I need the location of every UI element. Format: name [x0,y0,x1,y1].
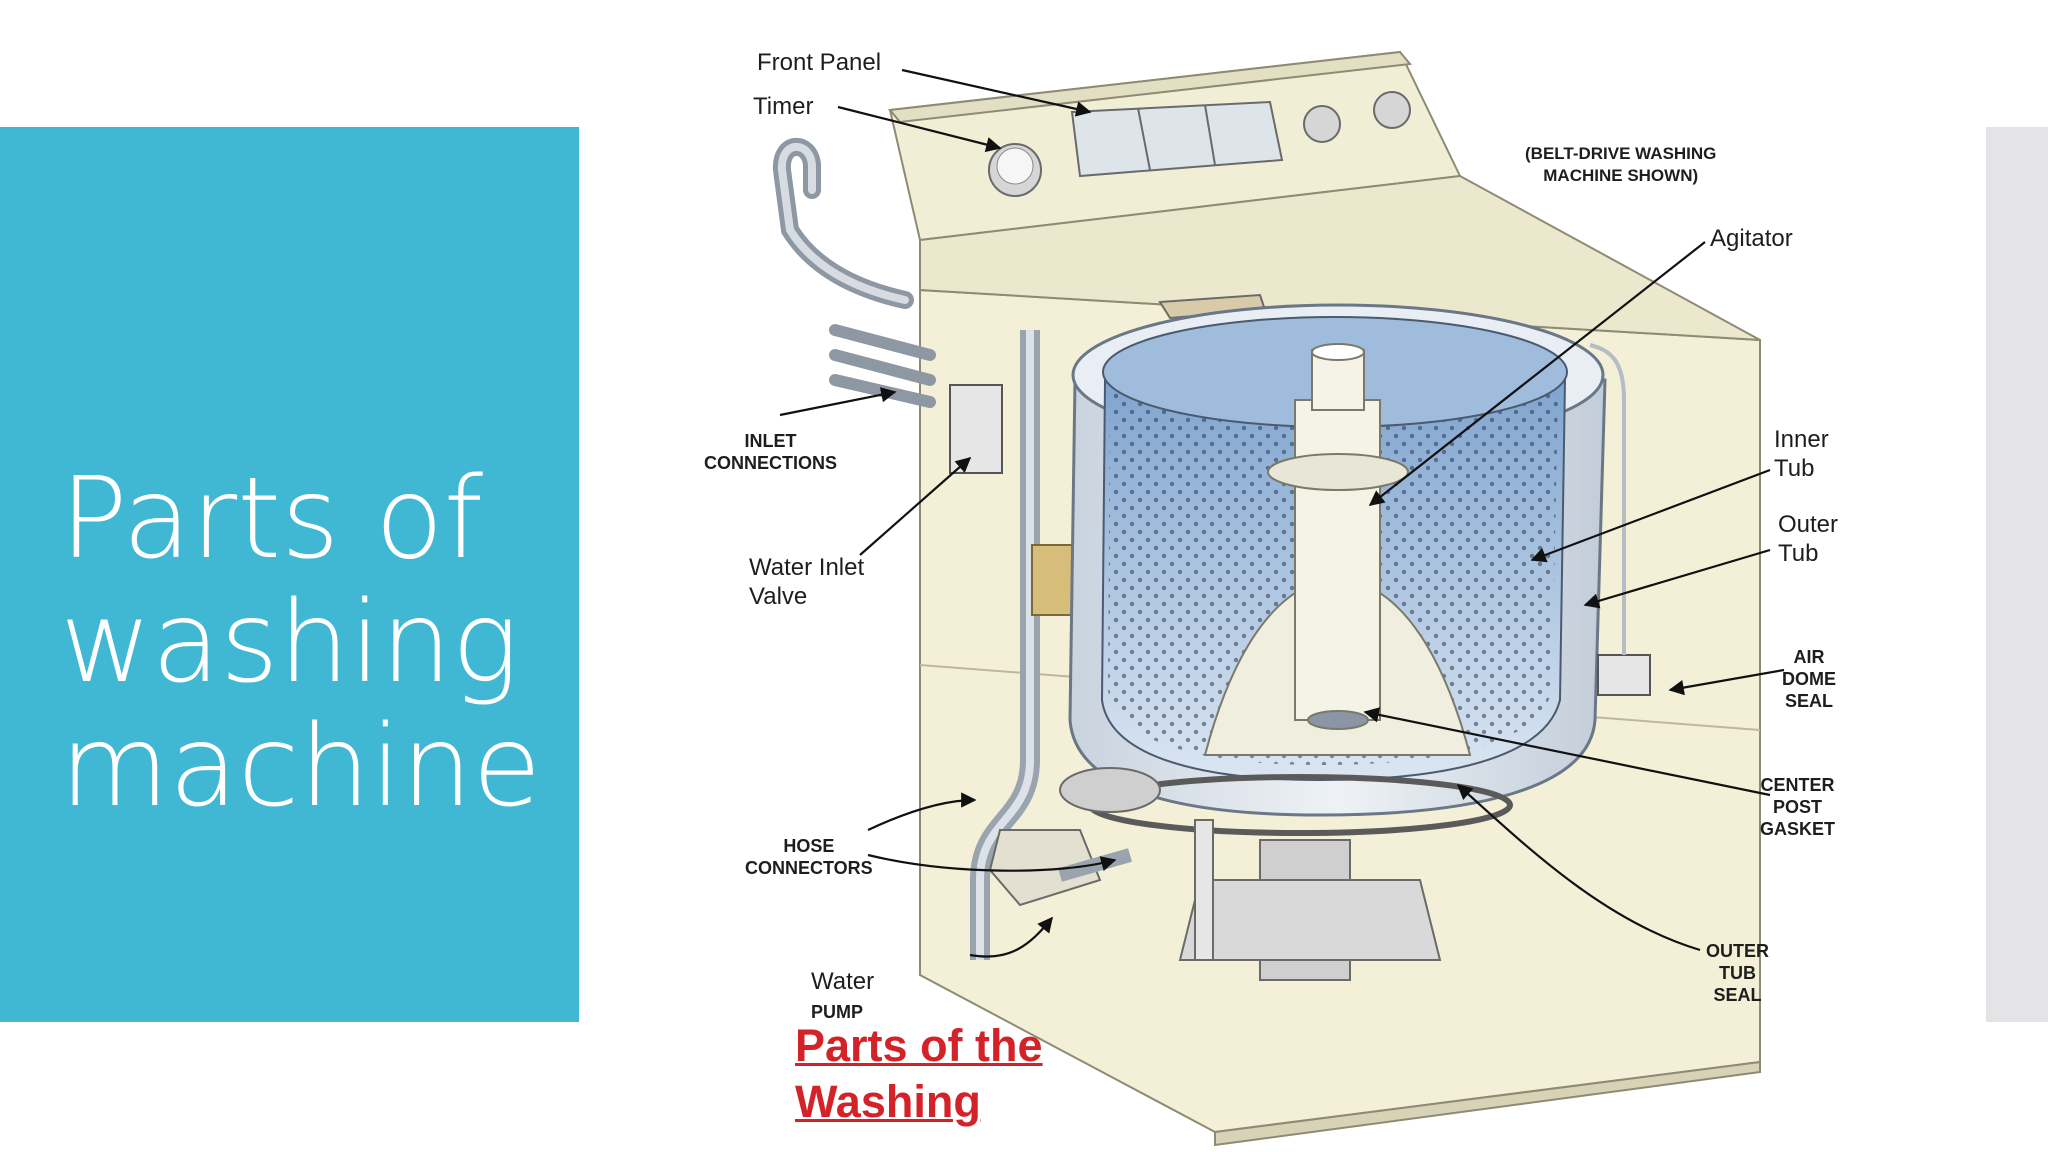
label-inner-tub: Inner Tub [1774,426,1829,482]
label-center-post-gasket: CENTER POST GASKET [1760,775,1836,839]
label-outer-tub: Outer Tub [1778,511,1839,567]
label-outer-tub-seal: OUTER TUB SEAL [1706,941,1769,1005]
caption-line-1: Parts of the [795,1020,1043,1071]
title-panel: Parts of washing machine [0,127,579,1022]
label-water-pump: Water PUMP [811,938,874,1027]
label-front-panel: Front Panel [757,49,882,76]
belt-drive-note: (BELT-DRIVE WASHING MACHINE SHOWN) [1525,144,1717,185]
slide-title: Parts of washing machine [60,454,542,832]
washing-machine-illustration [773,50,1785,1147]
agitator-shape [1203,343,1472,756]
label-agitator: Agitator [1710,225,1793,252]
label-water-pump-word: Water [811,968,875,995]
label-timer: Timer [753,93,814,120]
label-air-dome-seal: AIR DOME SEAL [1782,647,1836,711]
label-water-inlet-valve: Water Inlet Valve [749,554,865,610]
caption-line-2: Washing [795,1076,981,1127]
control-panel-details [988,91,1411,197]
diagram-caption: Parts of the Washing [795,1018,1043,1130]
label-inlet-connections: INLET CONNECTIONS [704,431,838,473]
label-water-pump-caps: PUMP [811,1002,864,1022]
label-hose-connectors: HOSE CONNECTORS [745,836,873,878]
right-accent-bar [1986,127,2048,1022]
